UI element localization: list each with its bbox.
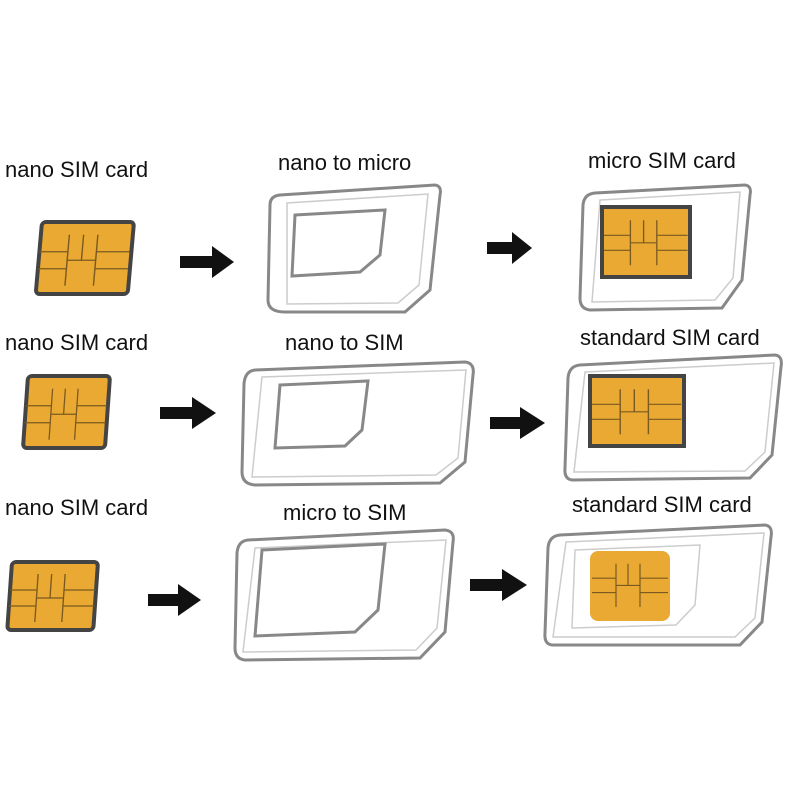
row-2: nano SIM card nano to SIM standard SIM c…	[5, 325, 783, 487]
adapter-label: nano to SIM	[285, 330, 404, 355]
adapter-label: micro to SIM	[283, 500, 406, 525]
nano-sim-chip	[5, 560, 100, 632]
arrow-icon	[487, 232, 532, 264]
result-label: micro SIM card	[588, 148, 736, 173]
nano-to-micro-adapter	[266, 183, 442, 314]
result-label: standard SIM card	[580, 325, 760, 350]
nano-sim-chip	[34, 220, 136, 296]
arrow-icon	[148, 584, 201, 616]
arrow-icon	[470, 569, 527, 601]
nano-sim-chip	[21, 374, 112, 450]
source-label: nano SIM card	[5, 330, 148, 355]
adapter-label: nano to micro	[278, 150, 411, 175]
row-1: nano SIM card nano to micro micro SIM ca…	[5, 148, 752, 314]
micro-sim-card	[578, 183, 752, 312]
arrow-icon	[490, 407, 545, 439]
source-label: nano SIM card	[5, 157, 148, 182]
standard-sim-card	[543, 523, 773, 647]
row-3: nano SIM card micro to SIM standard SIM …	[5, 492, 773, 662]
standard-sim-card	[563, 353, 783, 482]
micro-to-sim-adapter	[233, 528, 455, 662]
arrow-icon	[160, 397, 216, 429]
result-label: standard SIM card	[572, 492, 752, 517]
arrow-icon	[180, 246, 234, 278]
source-label: nano SIM card	[5, 495, 148, 520]
nano-to-sim-adapter	[240, 360, 475, 487]
